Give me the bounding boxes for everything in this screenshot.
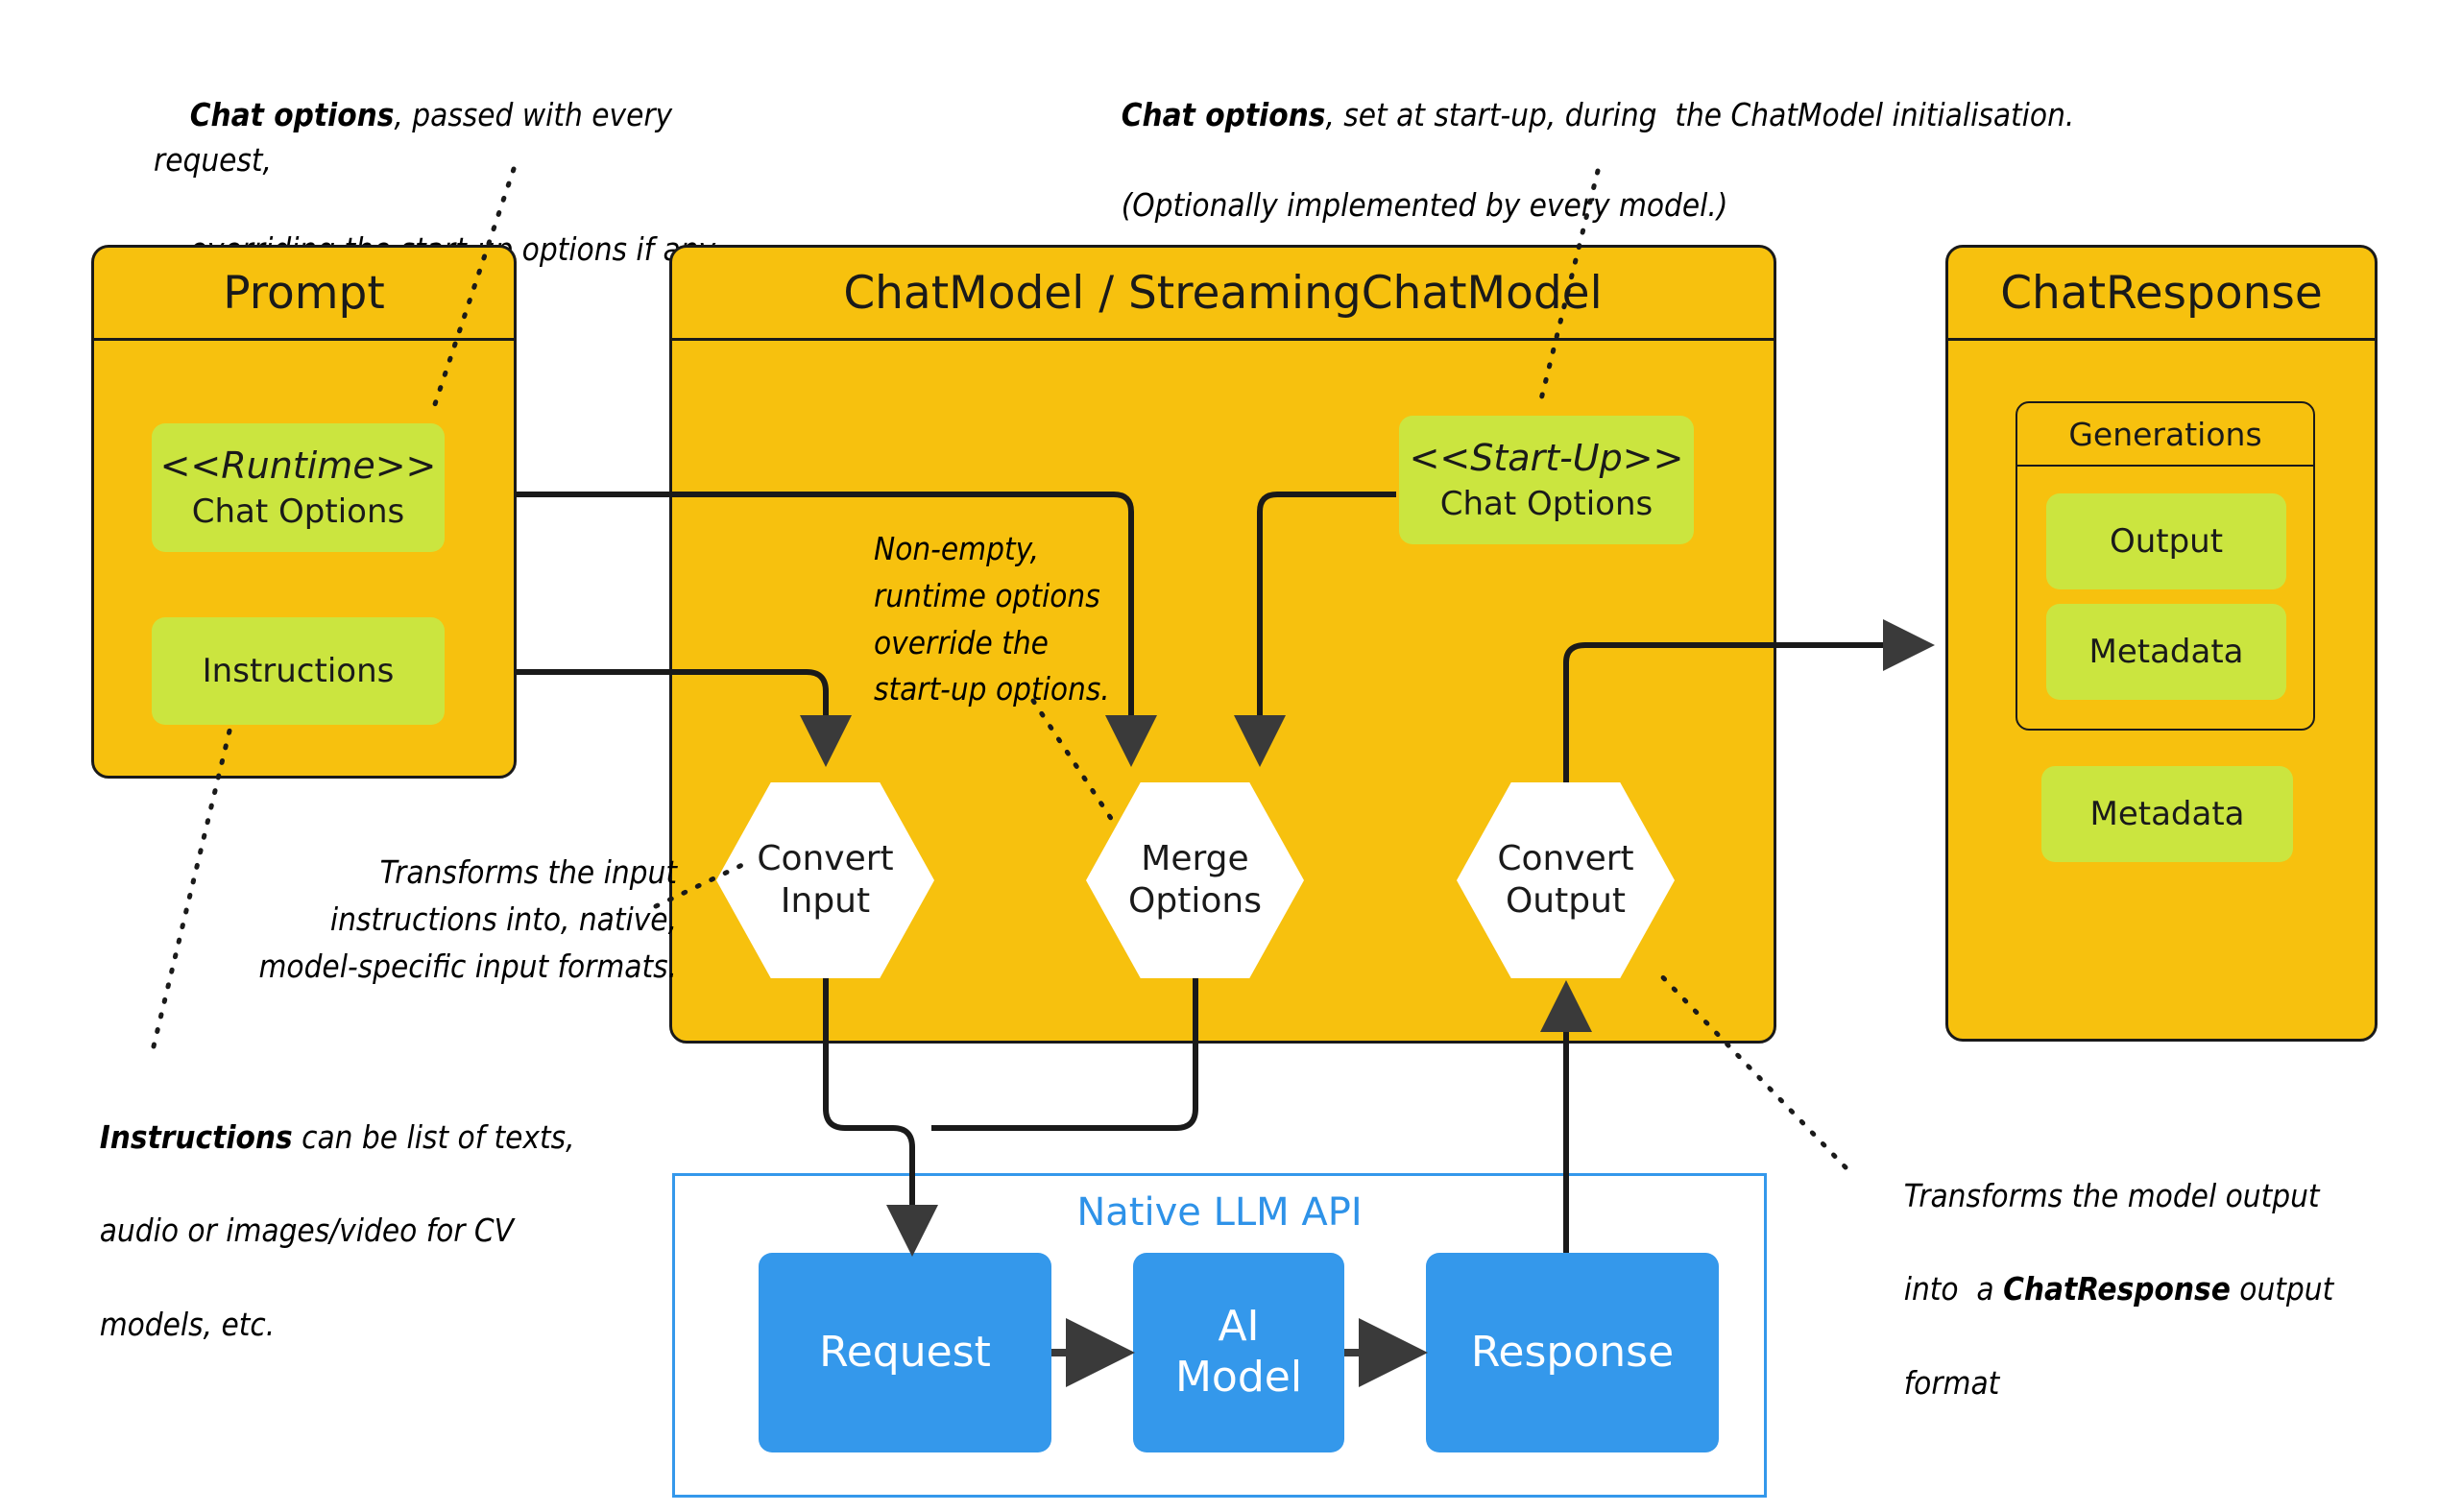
- api-box-response-line1: Response: [1470, 1327, 1675, 1377]
- step-convert-input-line1: Convert: [757, 839, 894, 879]
- annotation-convert-output-note: Transforms the model output into a ChatR…: [1868, 1126, 2405, 1454]
- annotation-startup-bold: Chat options: [1121, 95, 1326, 133]
- chip-generations-metadata[interactable]: Metadata: [2046, 604, 2286, 700]
- chatresponse-container: ChatResponse Generations Output Metadata…: [1945, 245, 2378, 1042]
- api-box-ai-model-line1: AI: [1218, 1302, 1260, 1352]
- chatresponse-title: ChatResponse: [1948, 248, 2375, 341]
- step-merge-options-line2: Options: [1128, 881, 1262, 921]
- annotation-instructions-bold: Instructions: [99, 1117, 293, 1156]
- annotation-convert-output-line2-bold: ChatResponse: [2003, 1270, 2231, 1308]
- api-box-request-line1: Request: [819, 1327, 991, 1377]
- annotation-convert-output-line2-pre: into a: [1903, 1270, 2004, 1308]
- chip-startup-chat-options[interactable]: <<Start-Up>> Chat Options: [1399, 416, 1694, 544]
- annotation-convert-input-note: Transforms the input instructions into, …: [258, 853, 677, 985]
- chip-startup-label: Chat Options: [1439, 485, 1653, 523]
- chip-runtime-label: Chat Options: [191, 492, 405, 531]
- annotation-instructions-note: Instructions can be list of texts, audio…: [63, 1068, 601, 1396]
- step-convert-output-line2: Output: [1505, 881, 1627, 921]
- annotation-startup-line2: (Optionally implemented by every model.): [1121, 185, 1728, 224]
- chip-generations-output[interactable]: Output: [2046, 493, 2286, 589]
- chip-chatresponse-metadata[interactable]: Metadata: [2041, 766, 2293, 862]
- annotation-instructions-line3: models, etc.: [99, 1306, 276, 1344]
- annotation-startup-chat-options: Chat options, set at start-up, during th…: [1085, 48, 2218, 273]
- step-convert-output-line1: Convert: [1497, 839, 1634, 879]
- chip-startup-stereotype: <<Start-Up>>: [1409, 437, 1684, 479]
- api-box-ai-model[interactable]: AI Model: [1133, 1253, 1344, 1452]
- chip-instructions[interactable]: Instructions: [152, 617, 445, 725]
- chatmodel-title: ChatModel / StreamingChatModel: [672, 248, 1774, 341]
- step-merge-options-line1: Merge: [1141, 839, 1249, 879]
- api-box-response[interactable]: Response: [1426, 1253, 1719, 1452]
- annotation-runtime-rest: , passed with every request,: [154, 95, 690, 179]
- generations-box: Generations Output Metadata: [2016, 401, 2315, 731]
- annotation-merge-note: Non-empty, runtime options override the …: [874, 530, 1110, 708]
- chip-runtime-stereotype: <<Runtime>>: [159, 444, 437, 487]
- prompt-container: Prompt <<Runtime>> Chat Options Instruct…: [91, 245, 517, 779]
- api-box-ai-model-line2: Model: [1174, 1353, 1303, 1402]
- chip-instructions-label: Instructions: [202, 652, 395, 690]
- step-convert-input-line2: Input: [780, 881, 871, 921]
- native-llm-api-title: Native LLM API: [1076, 1190, 1363, 1235]
- annotation-convert-output-line1: Transforms the model output: [1903, 1176, 2320, 1214]
- chip-runtime-chat-options[interactable]: <<Runtime>> Chat Options: [152, 423, 445, 552]
- chip-generations-metadata-label: Metadata: [2088, 633, 2244, 671]
- chip-chatresponse-metadata-label: Metadata: [2089, 795, 2245, 833]
- step-convert-output[interactable]: Convert Output: [1457, 782, 1675, 978]
- step-merge-options[interactable]: Merge Options: [1086, 782, 1304, 978]
- annotation-convert-output-line2-post: output: [2230, 1270, 2334, 1308]
- annotation-convert-output-line3: format: [1903, 1364, 2000, 1403]
- annotation-startup-rest: , set at start-up, during the ChatModel …: [1325, 95, 2075, 133]
- annotation-instructions-rest: can be list of texts,: [292, 1117, 575, 1156]
- chip-generations-output-label: Output: [2109, 522, 2224, 561]
- api-box-request[interactable]: Request: [759, 1253, 1051, 1452]
- annotation-runtime-bold: Chat options: [189, 95, 395, 133]
- annotation-instructions-line2: audio or images/video for CV: [99, 1212, 514, 1250]
- prompt-title: Prompt: [94, 248, 514, 341]
- generations-title: Generations: [2017, 403, 2313, 467]
